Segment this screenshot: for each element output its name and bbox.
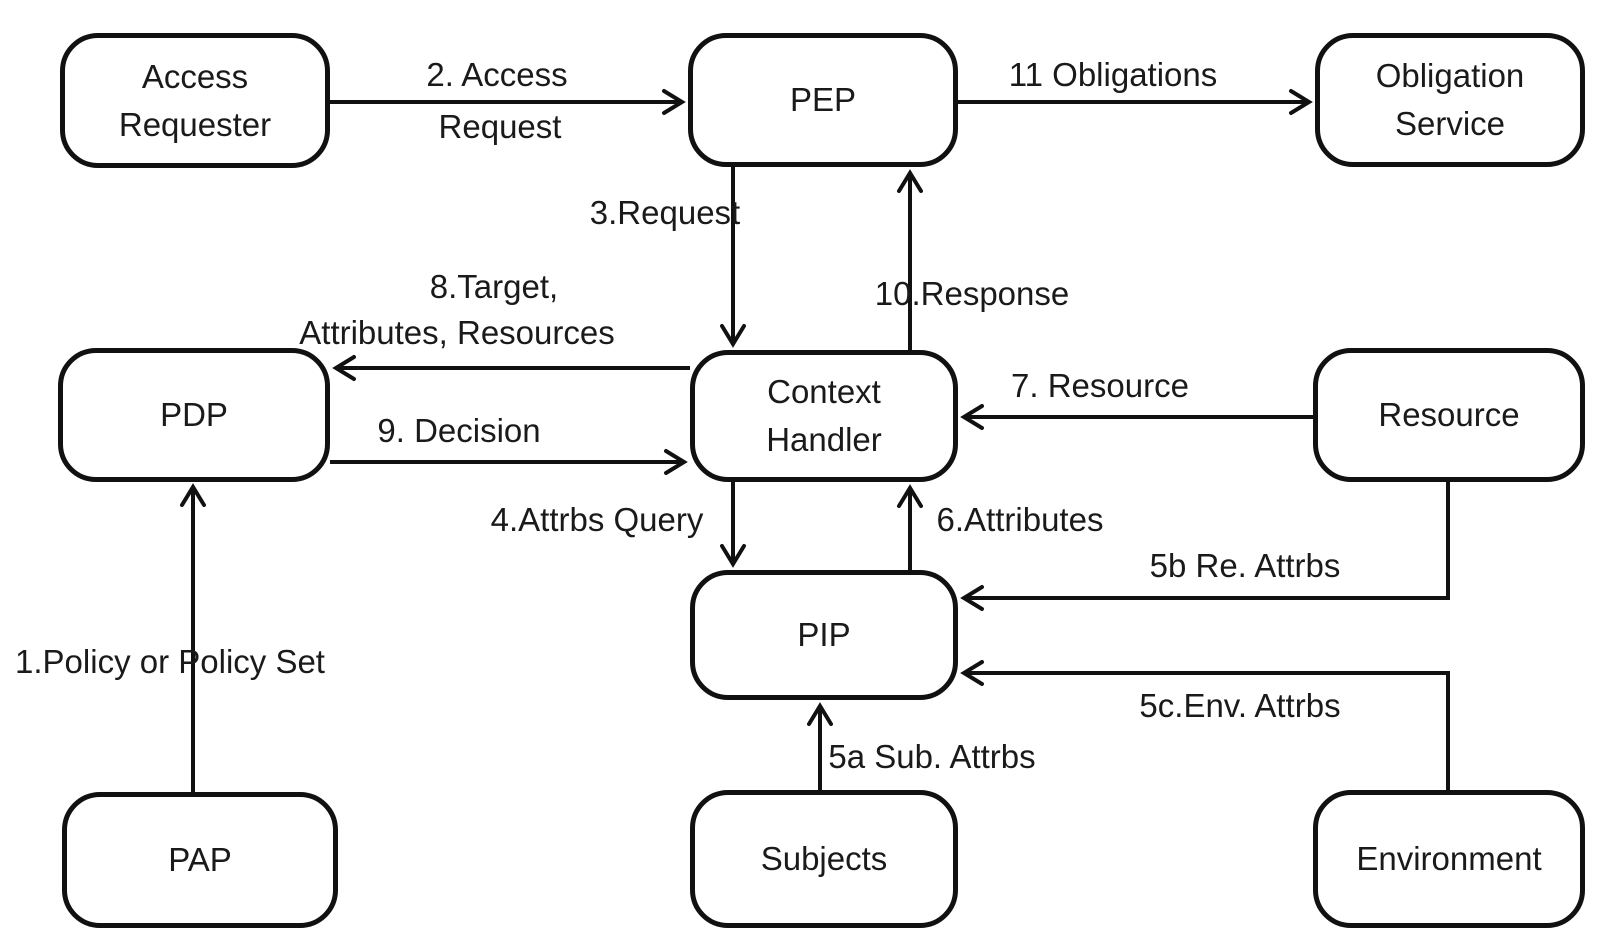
edge-label-2-request: Request: [438, 108, 562, 145]
node-obligation-service: Obligation Service: [1315, 33, 1585, 167]
node-pap: PAP: [62, 792, 338, 928]
node-label: Handler: [766, 421, 882, 458]
node-label: PEP: [789, 81, 857, 118]
node-label: Requester: [118, 105, 272, 143]
edge-label-8-attributes-resources: Attributes, Resources: [299, 314, 615, 351]
edge-label-4-attrbs-query: 4.Attrbs Query: [490, 501, 704, 538]
edge-label-7-resource: 7. Resource: [1011, 367, 1189, 404]
edge-label-1-policy-or-policy-set: 1.Policy or Policy Set: [15, 643, 325, 680]
node-pdp: PDP: [58, 348, 330, 482]
edge-label-3-request: 3.Request: [589, 194, 741, 231]
edge-label-11-obligations: 11 Obligations: [1008, 56, 1218, 93]
edge-label-10-response: 10.Response: [874, 275, 1070, 312]
edge-label-9-decision: 9. Decision: [377, 412, 541, 449]
node-label: Subjects: [760, 840, 888, 877]
node-resource: Resource: [1313, 348, 1585, 482]
edge-5c-env-attrbs: [960, 660, 1450, 790]
node-subjects: Subjects: [690, 790, 958, 928]
node-label: PAP: [168, 841, 232, 878]
node-context-handler: Context Handler: [690, 350, 958, 482]
edge-label-2-access: 2. Access: [426, 56, 568, 93]
edge-label-8-target: 8.Target,: [429, 268, 559, 305]
node-label: Resource: [1378, 396, 1520, 433]
node-pep: PEP: [688, 33, 958, 167]
node-label: Obligation: [1375, 57, 1525, 94]
edge-label-5c-env-attrbs: 5c.Env. Attrbs: [1139, 687, 1341, 724]
edge-5b-resource-attrbs: [960, 482, 1450, 611]
node-label: Context: [767, 373, 881, 410]
node-pip: PIP: [690, 570, 958, 700]
node-label: Environment: [1356, 840, 1542, 877]
node-access-requester: Access Requester: [60, 33, 330, 168]
node-label: PDP: [160, 396, 228, 433]
node-label: PIP: [797, 616, 851, 653]
node-label: Access: [141, 57, 249, 95]
edge-label-5a-sub-attrbs: 5a Sub. Attrbs: [828, 738, 1036, 775]
edge-label-5b-re-attrbs: 5b Re. Attrbs: [1149, 547, 1341, 584]
node-label: Service: [1394, 105, 1506, 142]
node-environment: Environment: [1313, 790, 1585, 928]
edge-label-6-attributes: 6.Attributes: [936, 501, 1104, 538]
